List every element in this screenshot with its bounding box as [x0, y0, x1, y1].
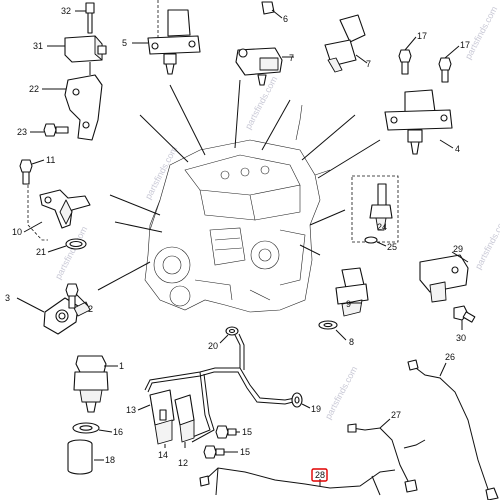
part-4-pressure-sensor[interactable]	[384, 89, 453, 155]
watermark: partsfinds.com	[473, 215, 500, 271]
callout-26: 26	[445, 352, 455, 362]
callout-6: 6	[283, 14, 288, 24]
callout-labels: 1 2 3 4 5 6 7 7 8 9 10 11 12 13 14 15 15…	[5, 6, 470, 480]
part-9-sensor[interactable]	[335, 267, 369, 317]
watermark: partsfinds.com	[463, 5, 499, 61]
callout-31: 31	[33, 41, 43, 51]
part-18-cap[interactable]	[67, 439, 93, 475]
part-13-wiring-harness[interactable]	[144, 333, 296, 443]
watermark: partsfinds.com	[143, 145, 179, 201]
callout-25: 25	[387, 242, 397, 252]
callout-27: 27	[391, 410, 401, 420]
part-29-pressure-sensor[interactable]	[419, 254, 469, 303]
callout-15-top: 15	[242, 427, 252, 437]
part-3-knock-sensor[interactable]	[43, 297, 91, 335]
engine-leaders	[97, 79, 381, 291]
part-25-oring[interactable]	[364, 236, 378, 244]
part-1-pressure-switch[interactable]	[73, 355, 109, 413]
callout-22: 22	[29, 84, 39, 94]
watermark: partsfinds.com	[53, 225, 89, 281]
part-2-bolt[interactable]	[65, 283, 79, 309]
part-20-grommet[interactable]	[225, 326, 239, 336]
part-24-temp-sensor[interactable]	[369, 183, 393, 231]
part-17-bolt-left[interactable]	[398, 49, 412, 75]
callout-32: 32	[61, 6, 71, 16]
part-19-grommet[interactable]	[291, 392, 303, 408]
part-30-bolt[interactable]	[453, 305, 476, 323]
callout-5: 5	[122, 38, 127, 48]
callout-29: 29	[453, 244, 463, 254]
part-21-oring[interactable]	[65, 238, 87, 250]
part-31-sensor-module[interactable]	[64, 35, 107, 63]
part-23-bolt[interactable]	[43, 123, 69, 137]
callout-17-left: 17	[417, 31, 427, 41]
part-27-cable[interactable]	[347, 423, 426, 493]
part-8-oring[interactable]	[318, 320, 338, 330]
callout-7-right: 7	[366, 59, 371, 69]
callout-8: 8	[349, 337, 354, 347]
part-32-bolt[interactable]	[85, 2, 95, 34]
part-22-bracket[interactable]	[64, 62, 103, 141]
part-7-cam-sensor[interactable]	[235, 47, 283, 86]
callout-28: 28	[315, 470, 325, 480]
part-11-bolt[interactable]	[19, 159, 33, 185]
callout-20: 20	[208, 341, 218, 351]
callout-3: 3	[5, 293, 10, 303]
part-17-bolt-right[interactable]	[438, 57, 452, 83]
highlight-box	[311, 468, 328, 482]
callout-21: 21	[36, 247, 46, 257]
callout-9: 9	[346, 299, 351, 309]
callout-30: 30	[456, 333, 466, 343]
callout-12: 12	[178, 458, 188, 468]
callout-7-left: 7	[289, 53, 294, 63]
part-14-connector[interactable]	[149, 389, 175, 445]
part-12-connector[interactable]	[174, 394, 195, 443]
callout-4: 4	[455, 144, 460, 154]
callout-1: 1	[119, 361, 124, 371]
part-10-crank-sensor[interactable]	[39, 189, 91, 229]
callout-13: 13	[126, 405, 136, 415]
part-6-pin[interactable]	[261, 1, 275, 15]
part-15-clip-bottom[interactable]	[203, 445, 225, 459]
callout-11: 11	[46, 155, 55, 165]
part-5-map-sensor[interactable]	[147, 9, 201, 75]
callout-10: 10	[12, 227, 22, 237]
callout-14: 14	[158, 450, 168, 460]
callout-17-right: 17	[460, 40, 470, 50]
callout-18: 18	[105, 455, 115, 465]
part-16-washer[interactable]	[72, 422, 100, 434]
part-7-temp-sensor[interactable]	[324, 14, 366, 73]
part-28-cable[interactable]	[199, 467, 396, 496]
callout-23: 23	[17, 127, 27, 137]
callout-24: 24	[377, 222, 387, 232]
part-26-cable[interactable]	[407, 359, 499, 500]
part-15-clip-top[interactable]	[215, 425, 237, 439]
callout-15-bottom: 15	[240, 447, 250, 457]
callout-19: 19	[311, 404, 321, 414]
callout-2: 2	[88, 304, 93, 314]
watermark: partsfinds.com	[323, 365, 359, 421]
engine-block	[144, 104, 331, 313]
callout-16: 16	[113, 427, 123, 437]
